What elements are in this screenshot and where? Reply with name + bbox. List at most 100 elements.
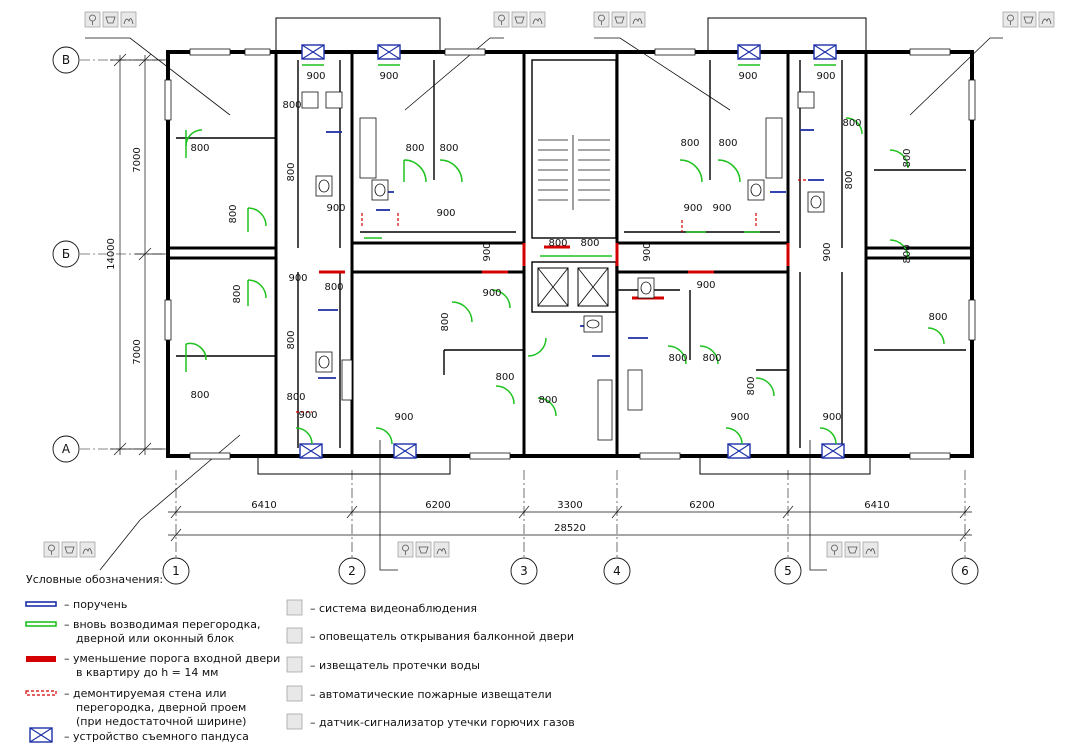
svg-text:800: 800 [286, 330, 297, 349]
legend-item: – автоматические пожарные извещатели [310, 688, 552, 701]
svg-text:800: 800 [548, 238, 567, 249]
legend: Условные обозначения: – поручень – вновь… [25, 573, 575, 743]
camera-icon [286, 599, 303, 616]
legend-item: – демонтируемая стена или [64, 687, 227, 700]
axis-bubble-b [52, 240, 80, 268]
svg-text:900: 900 [712, 203, 731, 214]
legend-item: – вновь возводимая перегородка, [64, 618, 260, 631]
svg-text:800: 800 [842, 118, 861, 129]
svg-text:800: 800 [228, 204, 239, 223]
dim-bay-5: 6410 [864, 500, 889, 511]
dim-bay-2: 6200 [425, 500, 450, 511]
svg-text:900: 900 [394, 412, 413, 423]
svg-text:800: 800 [286, 162, 297, 181]
axis-label-col: 2 [348, 564, 356, 578]
axis-label-row: В [62, 53, 70, 67]
svg-text:800: 800 [495, 372, 514, 383]
fire-detector-icon [286, 685, 303, 702]
svg-text:800: 800 [718, 138, 737, 149]
fixtures [301, 91, 825, 441]
svg-text:900: 900 [306, 71, 325, 82]
demolish-swatch [25, 690, 57, 696]
svg-text:800: 800 [902, 148, 913, 167]
svg-text:800: 800 [286, 392, 305, 403]
svg-text:800: 800 [405, 143, 424, 154]
legend-item: – уменьшение порога входной двери [64, 652, 280, 665]
svg-text:900: 900 [822, 412, 841, 423]
legend-item: – система видеонаблюдения [310, 602, 477, 615]
svg-text:800: 800 [232, 284, 243, 303]
axis-label-col: 5 [784, 564, 792, 578]
dim-row-lower: 7000 [132, 339, 143, 364]
axis-label-row: Б [62, 247, 70, 261]
svg-text:800: 800 [440, 312, 451, 331]
svg-text:800: 800 [282, 100, 301, 111]
row-axes: В Б А [52, 46, 170, 463]
legend-item: – извещатель протечки воды [310, 659, 480, 672]
new-partitions [185, 64, 945, 445]
vertical-dimensions [110, 53, 165, 456]
svg-text:900: 900 [642, 242, 653, 261]
handrails [318, 129, 824, 379]
dim-row-total: 14000 [106, 238, 117, 270]
dim-bay-1: 6410 [251, 500, 276, 511]
demolish-marks [296, 179, 808, 413]
svg-text:800: 800 [928, 312, 947, 323]
svg-text:900: 900 [696, 280, 715, 291]
water-leak-icon [286, 656, 303, 673]
dim-bay-3: 3300 [557, 500, 582, 511]
dim-row-upper: 7000 [132, 147, 143, 172]
windows [164, 48, 976, 460]
svg-text:800: 800 [190, 390, 209, 401]
partition-swatch [25, 621, 57, 627]
dim-total: 28520 [554, 523, 586, 534]
svg-text:900: 900 [288, 273, 307, 284]
svg-text:800: 800 [844, 170, 855, 189]
svg-text:800: 800 [746, 376, 757, 395]
ramp-devices [299, 44, 845, 459]
svg-text:800: 800 [439, 143, 458, 154]
svg-text:900: 900 [730, 412, 749, 423]
column-axes: 1 2 3 4 5 6 [162, 470, 979, 585]
horizontal-dimensions [168, 505, 972, 542]
legend-title: Условные обозначения: [26, 573, 163, 586]
stair-treads [538, 135, 610, 210]
svg-text:800: 800 [190, 143, 209, 154]
threshold-swatch [26, 656, 56, 662]
svg-text:800: 800 [324, 282, 343, 293]
legend-item: – устройство съемного пандуса [64, 730, 249, 743]
svg-text:800: 800 [668, 353, 687, 364]
legend-item: – датчик-сигнализатор утечки горючих газ… [310, 716, 575, 729]
dim-bay-4: 6200 [689, 500, 714, 511]
legend-item: (при недостаточной ширине) [76, 715, 246, 728]
svg-text:800: 800 [702, 353, 721, 364]
gas-leak-icon [286, 713, 303, 730]
axis-label-col: 3 [520, 564, 528, 578]
svg-text:900: 900 [379, 71, 398, 82]
svg-text:900: 900 [436, 208, 455, 219]
legend-item: дверной или оконный блок [76, 632, 235, 645]
svg-text:900: 900 [326, 203, 345, 214]
ramp-swatch [29, 727, 53, 743]
handrail-swatch [25, 601, 57, 607]
sensor-icons [43, 11, 1055, 558]
svg-text:900: 900 [822, 242, 833, 261]
svg-text:800: 800 [580, 238, 599, 249]
svg-text:800: 800 [538, 395, 557, 406]
svg-text:900: 900 [738, 71, 757, 82]
svg-text:900: 900 [482, 288, 501, 299]
axis-bubble-a [52, 435, 80, 463]
legend-item: перегородка, дверной проем [76, 701, 246, 714]
legend-item: – поручень [64, 598, 127, 611]
svg-text:900: 900 [683, 203, 702, 214]
legend-sensor-icons [286, 599, 303, 730]
legend-item: – оповещатель открывания балконной двери [310, 630, 574, 643]
axis-label-row: А [62, 442, 71, 456]
balcony-door-alarm-icon [286, 627, 303, 644]
axis-label-col: 1 [172, 564, 180, 578]
axis-bubble-v [52, 46, 80, 74]
legend-item: в квартиру до h = 14 мм [76, 666, 218, 679]
svg-text:800: 800 [680, 138, 699, 149]
svg-text:800: 800 [902, 244, 913, 263]
